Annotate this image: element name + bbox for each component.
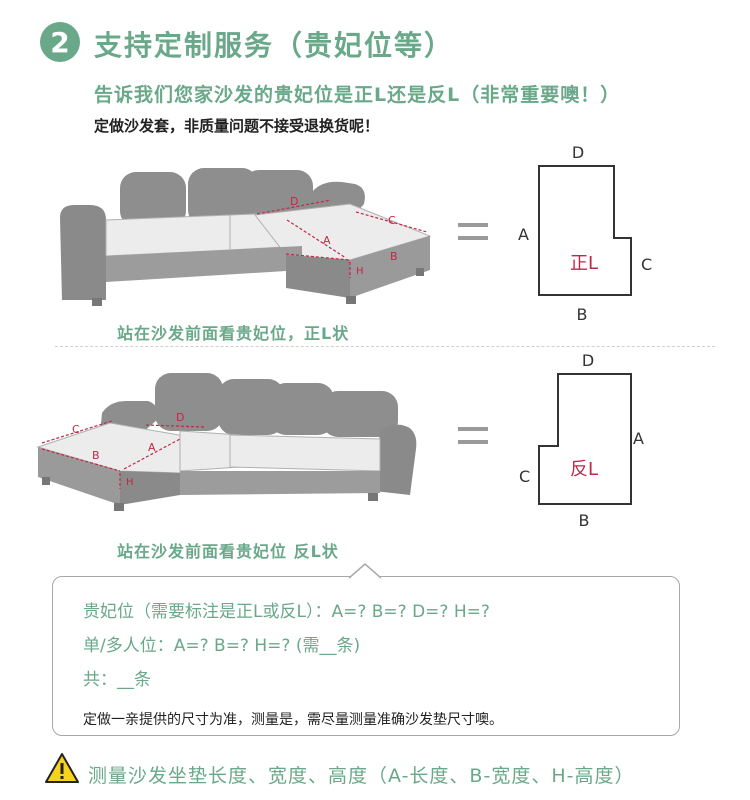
sofa-right-chaise-illustration: D C A B H <box>60 168 432 306</box>
right-l-shape-diagram: D A C B 正L <box>518 143 652 324</box>
equals-icon <box>458 223 488 240</box>
section-title: 支持定制服务（贵妃位等） <box>94 29 455 62</box>
sofa-left-caption: 站在沙发前面看贵妃位 反L状 <box>117 542 339 561</box>
diagram-label-c: C <box>641 255 652 274</box>
diagram-label-a: A <box>518 225 529 244</box>
section-divider <box>55 346 715 347</box>
return-policy-notice: 定做沙发套，非质量问题不接受退换货呢！ <box>94 117 380 135</box>
left-l-label: 反L <box>570 459 598 480</box>
dimension-label-c: C <box>72 423 80 436</box>
footer-measurement-tip: 测量沙发坐垫长度、宽度、高度（A-长度、B-宽度、H-高度） <box>88 765 635 787</box>
dimension-label-d: D <box>290 195 298 208</box>
diagram-label-b: B <box>577 305 588 324</box>
dimension-label-b: B <box>390 250 398 263</box>
dimension-label-c: C <box>388 214 396 227</box>
diagram-label-c: C <box>519 467 530 486</box>
dimension-label-h: H <box>356 266 364 277</box>
sofa-right-caption: 站在沙发前面看贵妃位，正L状 <box>117 324 350 343</box>
info-total-count: 共：__条 <box>83 670 151 690</box>
step-number-badge: 2 <box>40 22 80 62</box>
sofa-left-chaise-illustration: D C A B H <box>36 373 417 511</box>
info-measurement-note: 定做一亲提供的尺寸为准，测量是，需尽量测量准确沙发垫尺寸噢。 <box>83 712 503 728</box>
dimension-label-a: A <box>148 441 156 454</box>
dimension-label-b: B <box>92 449 100 462</box>
warning-triangle-icon <box>45 753 79 783</box>
info-seat-dimensions: 单/多人位：A=? B=? H=? (需__条) <box>83 636 361 656</box>
dimension-label-h: H <box>126 477 134 488</box>
dimension-label-d: D <box>176 411 184 424</box>
speech-bubble-notch <box>349 563 381 579</box>
measurement-info-box: 贵妃位（需要标注是正L或反L）：A=? B=? D=? H=? 单/多人位：A=… <box>52 563 680 736</box>
diagram-label-b: B <box>579 511 590 530</box>
info-chaise-dimensions: 贵妃位（需要标注是正L或反L）：A=? B=? D=? H=? <box>83 602 490 622</box>
dimension-label-a: A <box>323 234 331 247</box>
right-l-label: 正L <box>570 253 598 274</box>
diagram-label-a: A <box>633 429 644 448</box>
diagram-label-d: D <box>582 351 594 370</box>
equals-icon <box>458 427 488 444</box>
left-l-shape-diagram: D A C B 反L <box>519 351 644 530</box>
section-subtitle: 告诉我们您家沙发的贵妃位是正L还是反L（非常重要噢！） <box>94 84 621 106</box>
diagram-label-d: D <box>572 143 584 162</box>
